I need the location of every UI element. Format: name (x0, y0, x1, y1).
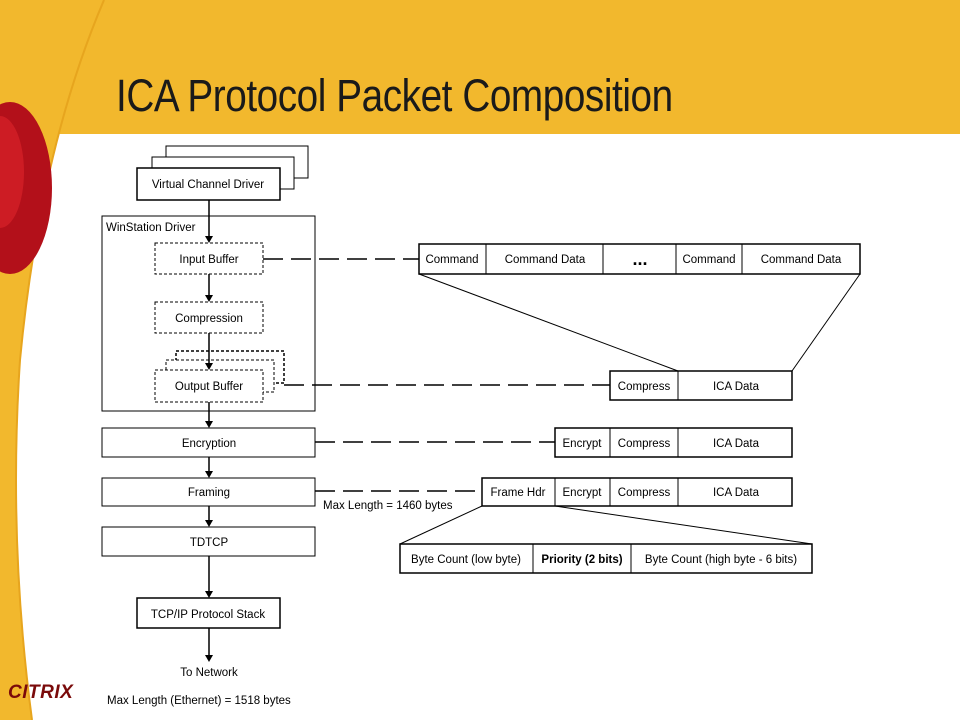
input-buffer-label: Input Buffer (179, 254, 238, 266)
tcpip-stack-box (136, 597, 281, 629)
command-row-box (418, 243, 861, 275)
frame-field-priority: Priority (2 bits) (541, 554, 622, 566)
framed-frame-hdr-cell: Frame Hdr (491, 487, 546, 499)
command-cell-2: Command (682, 254, 735, 266)
framing-box (101, 477, 316, 507)
encryption-label: Encryption (182, 438, 236, 450)
compressed-row-box (609, 370, 793, 401)
arrowhead-encryption-framing (205, 471, 213, 478)
expand-line-right (791, 273, 861, 372)
red-sphere-highlight (0, 116, 24, 228)
arrowhead-tcpip-network (205, 655, 213, 662)
arrowhead-compression-output (205, 363, 213, 370)
max-ethernet-label: Max Length (Ethernet) = 1518 bytes (107, 695, 291, 707)
frame-expand-left (399, 505, 483, 545)
output-buffer-label: Output Buffer (175, 381, 243, 393)
arrowhead-tdtcp-tcpip (205, 591, 213, 598)
frame-expand-right (554, 505, 813, 545)
page-title: ICA Protocol Packet Composition (116, 70, 673, 121)
compressed-ica-data-cell: ICA Data (713, 381, 760, 393)
compressed-compress-cell: Compress (618, 381, 671, 393)
arrowhead-vcd-input (205, 236, 213, 243)
background-curve-edge (15, 0, 105, 720)
expand-line-left (418, 273, 679, 372)
vcd-box (136, 167, 281, 201)
winstation-driver-label: WinStation Driver (106, 222, 196, 234)
command-data-cell-1: Command Data (505, 254, 586, 266)
vcd-label: Virtual Channel Driver (152, 179, 264, 191)
arrowhead-input-compression (205, 295, 213, 302)
arrowhead-framing-tdtcp (205, 520, 213, 527)
framed-ica-data-cell: ICA Data (713, 487, 760, 499)
background-band (0, 0, 960, 134)
command-data-cell-2: Command Data (761, 254, 842, 266)
encryption-box (101, 427, 316, 458)
frame-header-fields-box (399, 543, 813, 574)
tdtcp-label: TDTCP (190, 537, 229, 549)
max-length-label: Max Length = 1460 bytes (323, 500, 453, 512)
dashed-connectors (263, 258, 610, 492)
compression-box (154, 301, 264, 334)
compression-label: Compression (175, 313, 243, 325)
citrix-logo: CITRIX (8, 682, 74, 703)
frame-field-byte-count-high: Byte Count (high byte - 6 bits) (645, 554, 797, 566)
output-buffer-box (154, 369, 264, 403)
frame-field-byte-count-low: Byte Count (low byte) (411, 554, 521, 566)
tdtcp-box (101, 526, 316, 557)
framed-encrypt-cell: Encrypt (563, 487, 603, 499)
framed-compress-cell: Compress (618, 487, 671, 499)
stack-arrows (205, 200, 213, 662)
framed-row-box (481, 477, 793, 507)
framing-label: Framing (188, 487, 230, 499)
command-ellipsis: ... (632, 249, 647, 269)
tcpip-stack-label: TCP/IP Protocol Stack (151, 609, 265, 621)
arrowhead-output-encryption (205, 421, 213, 428)
to-network-label: To Network (180, 667, 238, 679)
encrypted-ica-data-cell: ICA Data (713, 438, 760, 450)
encrypted-row-box (554, 427, 793, 458)
command-cell-1: Command (425, 254, 478, 266)
encrypted-compress-cell: Compress (618, 438, 671, 450)
encrypted-encrypt-cell: Encrypt (563, 438, 603, 450)
